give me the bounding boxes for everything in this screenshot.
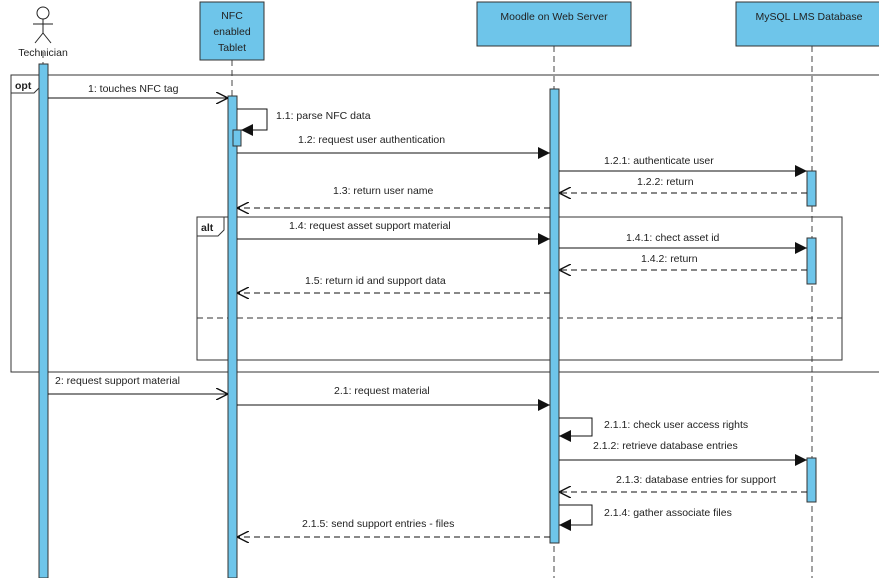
mysql-activation-bar-1 xyxy=(806,170,817,207)
message-1-4-1-label: 1.4.1: chect asset id xyxy=(626,232,720,244)
technician-label: Technician xyxy=(18,47,68,59)
alt-fragment: alt xyxy=(196,216,843,361)
technician-actor-icon[interactable] xyxy=(33,6,53,44)
message-2-1-1-label: 2.1.1: check user access rights xyxy=(604,419,748,431)
mysql-activation-bar-2 xyxy=(806,237,817,285)
message-2-1-2-label: 2.1.2: retrieve database entries xyxy=(593,440,738,452)
message-2-1-3-label: 2.1.3: database entries for support xyxy=(616,474,776,486)
message-2-1-4-arrow[interactable] xyxy=(559,504,593,531)
mysql-header-label: MySQL LMS Database xyxy=(756,11,863,23)
message-2-label: 2: request support material xyxy=(55,375,180,387)
message-2-1-label: 2.1: request material xyxy=(334,385,430,397)
mysql-activation-bar-3 xyxy=(806,457,817,503)
tablet-header-line-3: Tablet xyxy=(218,42,246,54)
mysql-header[interactable]: MySQL LMS Database xyxy=(735,1,879,47)
message-1-1-arrow[interactable] xyxy=(237,108,268,136)
moodle-header-label: Moodle on Web Server xyxy=(500,11,608,23)
tablet-header-line-1: NFC xyxy=(221,10,243,22)
tablet-header-line-2: enabled xyxy=(213,26,251,38)
message-2-1-5-label: 2.1.5: send support entries - files xyxy=(302,518,454,530)
message-1-2-1-label: 1.2.1: authenticate user xyxy=(604,155,714,167)
technician-activation-bar xyxy=(38,63,49,578)
moodle-header[interactable]: Moodle on Web Server xyxy=(476,1,632,47)
message-1-1-label: 1.1: parse NFC data xyxy=(276,110,371,122)
tablet-header[interactable]: NFC enabled Tablet xyxy=(199,1,265,61)
message-2-1-1-arrow[interactable] xyxy=(559,417,593,442)
message-1-2-2-label: 1.2.2: return xyxy=(637,176,694,188)
moodle-activation-bar xyxy=(549,88,560,544)
tablet-activation-bar xyxy=(227,95,238,578)
tablet-nested-activation-bar xyxy=(232,129,242,147)
message-1-4-2-label: 1.4.2: return xyxy=(641,253,698,265)
opt-fragment-label: opt xyxy=(15,80,32,92)
opt-fragment: opt xyxy=(10,74,879,373)
message-2-1-4-label: 2.1.4: gather associate files xyxy=(604,507,732,519)
message-1-5-label: 1.5: return id and support data xyxy=(305,275,446,287)
message-1-4-label: 1.4: request asset support material xyxy=(289,220,451,232)
message-1-3-label: 1.3: return user name xyxy=(333,185,434,197)
alt-fragment-label: alt xyxy=(201,222,214,234)
message-1-label: 1: touches NFC tag xyxy=(88,83,179,95)
message-1-2-label: 1.2: request user authentication xyxy=(298,134,445,146)
